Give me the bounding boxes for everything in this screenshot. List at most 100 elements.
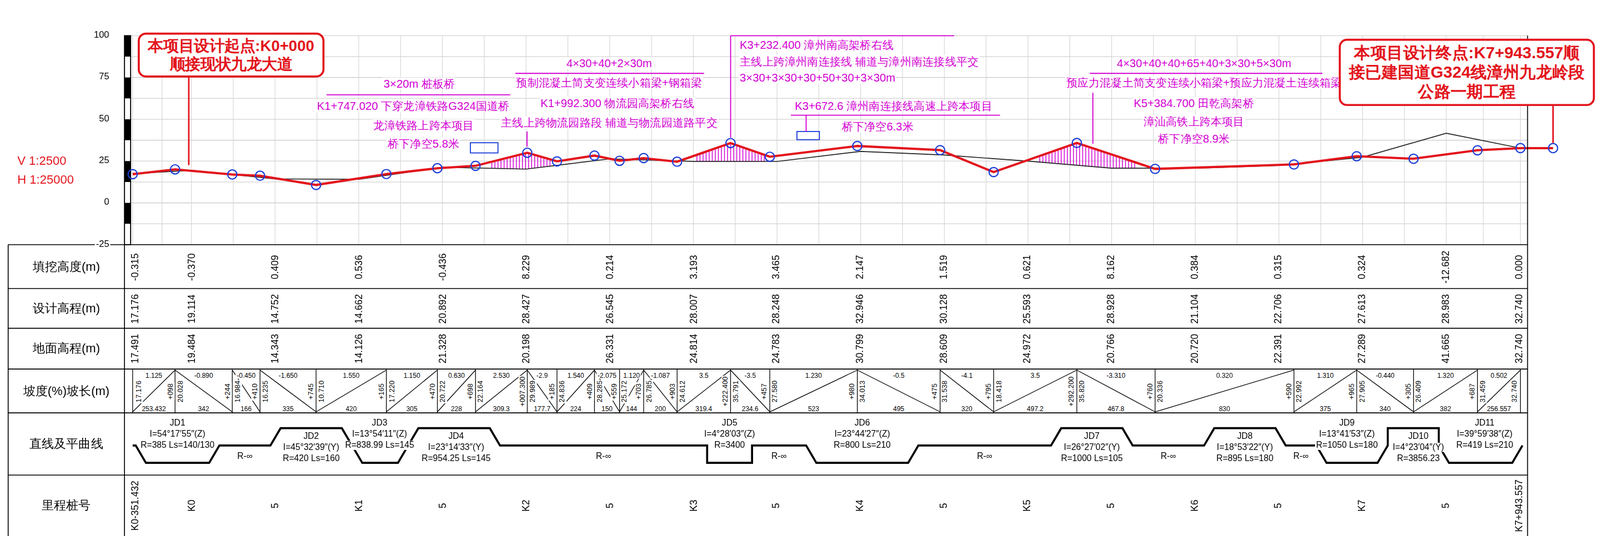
hatch-line: [1103, 152, 1105, 168]
fill-cut-value: 0.214: [604, 253, 615, 280]
hatch-line: [754, 151, 756, 162]
grade-length: 420: [344, 404, 359, 413]
station-value: 5: [939, 502, 950, 510]
grade-length: 253.432: [141, 404, 168, 413]
fill-cut-value: -0.436: [437, 252, 448, 282]
grade-diagonal: [316, 370, 387, 413]
ground-elevation: 26.331: [604, 333, 615, 365]
grade-length: 234.6: [740, 404, 760, 413]
bridge-note: K3+672.6 漳州南连接线高速上跨本项目: [793, 99, 993, 113]
bridge-leader: [515, 72, 705, 74]
bridge-note: 桥下净空8.9米: [1156, 132, 1231, 145]
grade-diagonal: [259, 370, 317, 413]
grid-line: [483, 35, 485, 245]
ground-elevation: 24.972: [1022, 333, 1033, 365]
jd-number: JD7: [1082, 432, 1101, 442]
bridge-note: 桥下净空5.8米: [386, 137, 461, 150]
hatch-line: [714, 148, 716, 162]
grade-length: 335: [281, 404, 295, 413]
grade-station: +903: [668, 382, 676, 401]
axis-value: 100: [92, 30, 110, 41]
hatch-line: [751, 150, 752, 162]
curve-element: I=26°27′02″(Y): [1062, 443, 1122, 453]
grade-elevation: 20.028: [176, 379, 184, 404]
grade-diagonal: [619, 370, 644, 413]
bridge-note: 3×30+3×30+30+50+30+3×30m: [738, 71, 897, 84]
design-elevation: 27.613: [1357, 292, 1368, 325]
curve-element: I=39°59′38″(Z): [1455, 429, 1514, 440]
pvi-circle: [522, 148, 533, 158]
grade-length: 150: [600, 404, 614, 413]
grade-diagonal: [993, 370, 1077, 413]
grade-elevation: 35.820: [1077, 379, 1086, 404]
curve-element: I=45°32′39″(Y): [282, 443, 341, 453]
ground-elevation: 24.814: [688, 333, 699, 365]
scale-note: V 1:2500: [16, 154, 68, 168]
grade-break: [1356, 369, 1357, 414]
grade-break: [619, 369, 620, 414]
grade-diagonal: [132, 370, 175, 413]
bridge-leader: [730, 34, 955, 37]
bridge-leader: [1089, 72, 1323, 74]
callout-line: 本项目设计起点:K0+000: [147, 36, 314, 55]
bridge-note: 主线上跨漳州南连接线 辅道与漳州南连接线平交: [738, 54, 980, 68]
grade-break: [676, 369, 678, 414]
pvi-circle: [639, 153, 649, 164]
station-value: 5: [1106, 502, 1117, 510]
grade-break: [1520, 369, 1521, 414]
grade-station: +745: [307, 382, 315, 401]
hatch-line: [720, 146, 722, 162]
grade-station: +007.300: [518, 375, 526, 408]
grid-line: [132, 35, 133, 245]
jd-number: JD11: [1473, 418, 1496, 429]
callout-box: 本项目设计起点:K0+000 顺接现状九龙大道: [137, 32, 325, 78]
grade-elevation: 22.992: [1295, 379, 1303, 404]
grade-percent: -2.075: [596, 371, 618, 379]
jd-number: JD8: [1236, 432, 1254, 442]
hatch-line: [1048, 152, 1050, 163]
grade-percent: 1.120: [622, 371, 641, 379]
design-elevation: 25.593: [1022, 292, 1033, 325]
grade-length: 495: [891, 404, 906, 413]
grade-percent: 1.150: [402, 371, 422, 379]
design-elevation: 22.706: [1273, 292, 1284, 325]
bridge-note: K1+992.300 物流园高架桥右线: [539, 96, 696, 109]
grade-length: 256.557: [1486, 404, 1513, 413]
jd-number: JD10: [1407, 432, 1430, 442]
grade-station: +410: [251, 382, 259, 401]
bridge-note: 漳汕高铁上跨本项目: [1142, 115, 1246, 128]
design-elevation: 28.007: [688, 292, 699, 325]
row-header: 设计高程(m): [31, 302, 102, 316]
grade-diagonal: [232, 370, 260, 413]
grade-percent: 1.540: [566, 371, 586, 379]
hatch-line: [702, 152, 704, 162]
grid-line: [130, 223, 1528, 225]
jd-number: JD6: [853, 418, 871, 429]
hatch-line: [742, 147, 744, 162]
grade-length: 305: [405, 404, 419, 413]
grade-break: [993, 369, 995, 414]
grade-length: 342: [197, 404, 211, 413]
hatch-line: [509, 157, 511, 169]
grade-elevation: 29.989: [528, 379, 537, 404]
axis-block: [124, 119, 131, 141]
pvi-points: [128, 138, 1526, 190]
curve-element: R=385 Ls=140/130: [139, 440, 216, 451]
grade-diagonal: [730, 370, 770, 413]
ground-elevation: 14.343: [269, 333, 281, 365]
grade-length: 319.4: [694, 404, 714, 413]
grade-station: +409: [585, 382, 594, 401]
grade-percent: -3.310: [1105, 371, 1127, 379]
ground-elevation: 21.328: [437, 333, 448, 365]
grade-elevation: 31.459: [1478, 379, 1487, 404]
grade-break: [232, 369, 233, 414]
grade-diagonal: [437, 370, 476, 413]
hatch-line: [1060, 148, 1062, 165]
bridge-leader: [1092, 92, 1094, 144]
hatch-line: [512, 156, 514, 170]
hatch-line: [525, 153, 526, 170]
curve-element: I=4°28′03″(Z): [703, 429, 756, 440]
grade-elevation: 16.984: [233, 379, 242, 404]
grade-percent: -2.9: [535, 371, 549, 379]
axis-value: -25: [94, 239, 111, 250]
